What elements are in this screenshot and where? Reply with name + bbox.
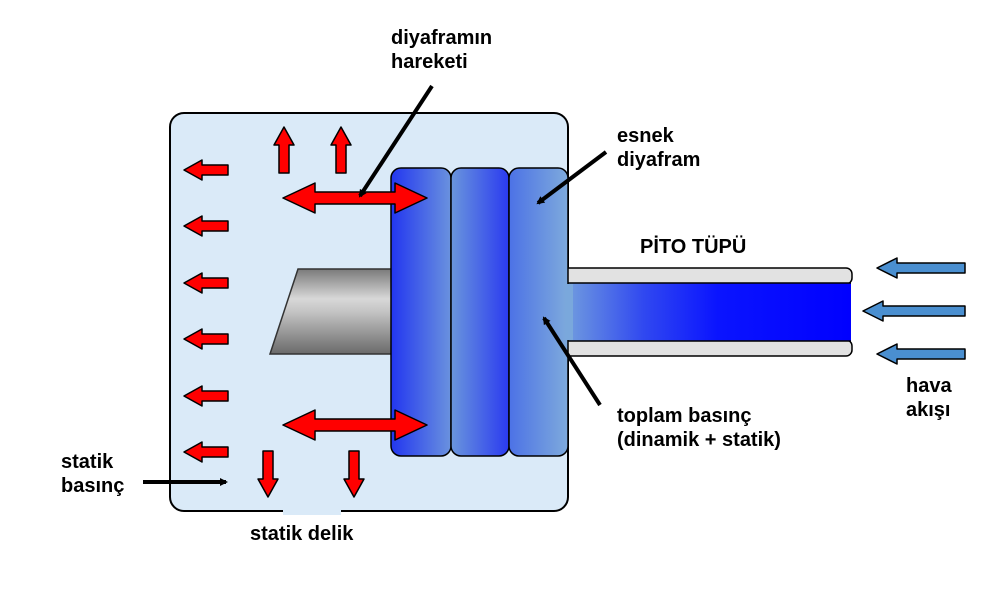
label-airflow: hava akışı: [906, 374, 952, 422]
red-arrow-down-icon: [257, 450, 279, 498]
flexible-diaphragm: [390, 167, 569, 457]
pointer-diaphragm-motion: [358, 84, 434, 198]
pointer-total-pressure: [542, 316, 602, 407]
label-flexible-diaphragm-line1: esnek: [617, 125, 674, 147]
label-diaphragm-motion: diyaframın hareketi: [391, 26, 492, 74]
label-static-pressure-line1: statik: [61, 451, 114, 473]
static-port-opening: [283, 507, 341, 515]
label-diaphragm-motion-line2: hareketi: [391, 51, 468, 73]
blue-arrow-left-icon: [862, 300, 966, 322]
label-total-pressure-line2: (dinamik + statik): [617, 429, 781, 451]
label-diaphragm-motion-line1: diyaframın: [391, 27, 493, 49]
red-arrow-left-icon: [183, 385, 229, 407]
label-total-pressure: toplam basınç (dinamik + statik): [617, 404, 781, 452]
pointer-flexible-diaphragm: [536, 150, 608, 205]
red-arrow-up-icon: [273, 126, 295, 174]
red-arrow-left-icon: [183, 328, 229, 350]
red-arrow-left-icon: [183, 441, 229, 463]
pitot-tube: [555, 267, 853, 357]
label-pitot-tube: PİTO TÜPÜ: [640, 236, 747, 258]
label-total-pressure-line1: toplam basınç: [617, 405, 752, 427]
pitot-tube-upper-wall: [561, 267, 853, 285]
label-static-pressure: statik basınç: [61, 450, 124, 498]
blue-arrow-left-icon: [876, 343, 966, 365]
static-pressure-arrows: [183, 126, 428, 498]
blue-arrow-left-icon: [876, 257, 966, 279]
label-flexible-diaphragm: esnek diyafram: [617, 124, 700, 172]
diaphragm-segment: [508, 167, 569, 457]
diaphragm-motion-arrow-icon: [282, 182, 428, 214]
red-arrow-left-icon: [183, 159, 229, 181]
label-airflow-line1: hava: [906, 375, 952, 397]
pitot-tube-airflow: [555, 283, 851, 341]
pitot-tube-lower-wall: [561, 339, 853, 357]
label-flexible-diaphragm-line2: diyafram: [617, 149, 701, 171]
red-arrow-down-icon: [343, 450, 365, 498]
diaphragm-motion-arrow-icon: [282, 409, 428, 441]
label-static-port: statik delik: [250, 523, 354, 545]
label-airflow-line2: akışı: [906, 399, 951, 421]
red-arrow-up-icon: [330, 126, 352, 174]
label-static-pressure-line2: basınç: [61, 475, 125, 497]
red-arrow-left-icon: [183, 272, 229, 294]
diaphragm-segment: [450, 167, 510, 457]
red-arrow-left-icon: [183, 215, 229, 237]
airflow-arrows: [862, 257, 966, 365]
